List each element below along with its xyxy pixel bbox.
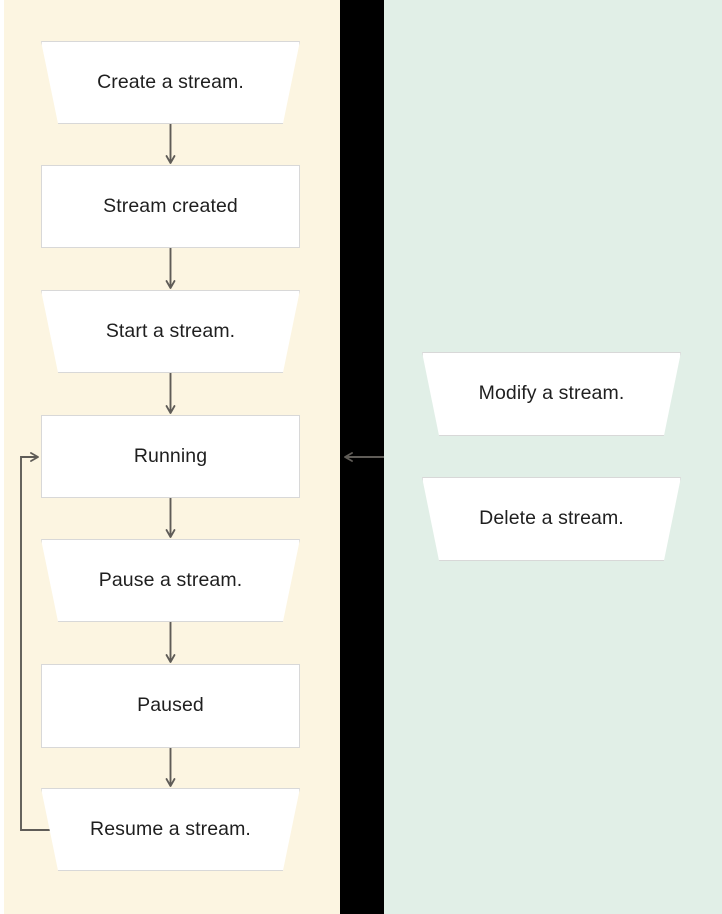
node-running[interactable]: Running	[41, 415, 300, 498]
right-lane-background	[384, 0, 722, 914]
node-modify-a-stream[interactable]: Modify a stream.	[422, 352, 681, 436]
node-delete-a-stream[interactable]: Delete a stream.	[422, 477, 681, 561]
trapezoid-shape	[41, 788, 300, 871]
lane-divider-band	[340, 0, 384, 914]
node-pause-a-stream[interactable]: Pause a stream.	[41, 539, 300, 622]
node-label: Paused	[137, 694, 204, 717]
trapezoid-shape	[422, 477, 681, 561]
trapezoid-shape	[41, 290, 300, 373]
node-stream-created[interactable]: Stream created	[41, 165, 300, 248]
node-start-a-stream[interactable]: Start a stream.	[41, 290, 300, 373]
trapezoid-shape	[41, 41, 300, 124]
trapezoid-shape	[422, 352, 681, 436]
node-label: Running	[133, 444, 208, 467]
node-paused[interactable]: Paused	[41, 664, 300, 748]
node-label: Stream created	[103, 194, 238, 217]
trapezoid-shape	[41, 539, 300, 622]
node-create-a-stream[interactable]: Create a stream.	[41, 41, 300, 124]
node-resume-a-stream[interactable]: Resume a stream.	[41, 788, 300, 871]
